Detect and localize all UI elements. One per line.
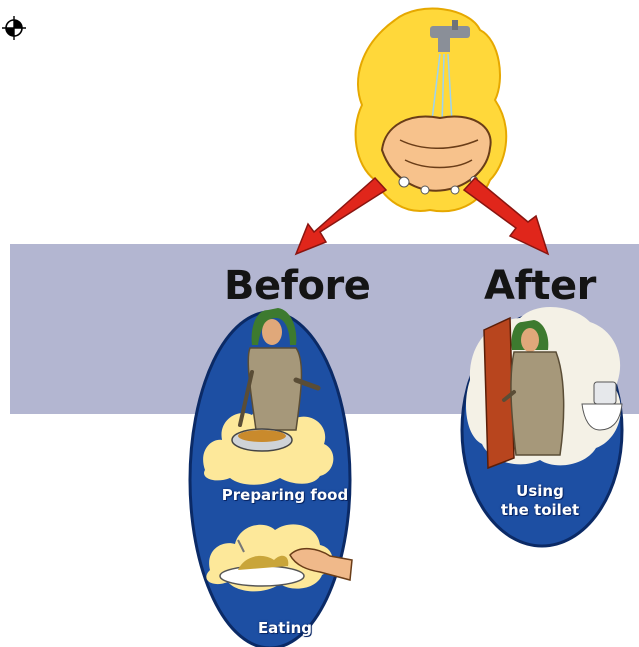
caption-using-toilet-line1: Using bbox=[480, 482, 600, 501]
arrow-right bbox=[464, 178, 548, 254]
arrow-left bbox=[296, 178, 386, 254]
after-heading: After bbox=[484, 266, 596, 306]
caption-eating: Eating bbox=[215, 619, 355, 638]
caption-using-toilet-line2: the toilet bbox=[480, 501, 600, 520]
door-icon bbox=[484, 318, 514, 468]
before-oval bbox=[190, 308, 352, 647]
caption-using-toilet: Using the toilet bbox=[480, 482, 600, 520]
caption-preparing-food: Preparing food bbox=[200, 486, 370, 505]
before-heading: Before bbox=[224, 266, 370, 306]
